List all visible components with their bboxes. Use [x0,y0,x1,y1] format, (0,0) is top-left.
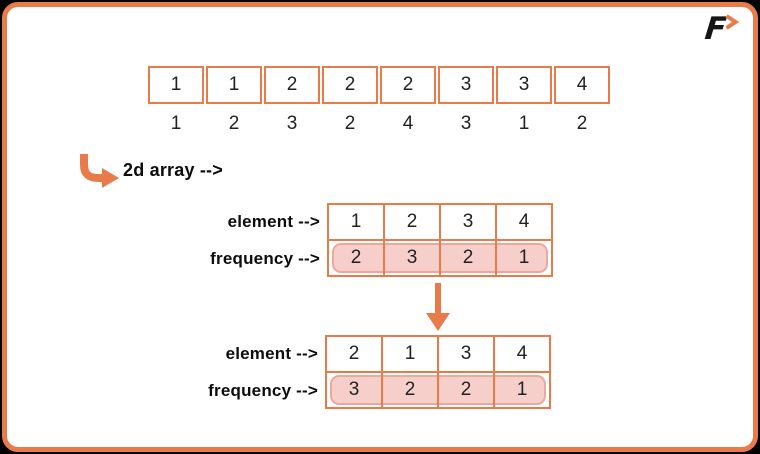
brand-logo: F [703,9,741,49]
frequency-cell: 2 [381,373,437,407]
array-cell: 1 [148,66,204,104]
element-cell: 3 [437,337,493,371]
element-cell: 3 [439,205,495,239]
curved-arrow-icon [80,154,119,188]
frequency-cell: 2 [437,373,493,407]
element-cell: 4 [495,205,551,239]
array-value-label: 2 [344,113,356,134]
logo-chevron-icon [725,14,740,30]
element-row-label: element --> [227,211,320,231]
array-cell: 2 [264,66,320,104]
array-value-label: 1 [170,113,182,134]
array-value-label: 1 [518,113,530,134]
element-cell: 2 [348,343,360,364]
frequency-cell: 1 [495,241,551,275]
element-cell: 1 [381,337,437,371]
array-value-label: 2 [228,113,240,134]
array-cell: 3 [438,66,494,104]
array-value-label: 3 [460,113,472,134]
frequency-cell: 3 [383,241,439,275]
down-arrow-icon [426,283,450,331]
array-value-label: 3 [286,113,298,134]
frequency-row-label: frequency --> [208,380,318,400]
frequency-cell: 2 [439,241,495,275]
array-cell: 4 [554,66,610,104]
frequency-cell: 2 [350,247,362,268]
table-1-labels: element --> frequency --> [144,203,327,277]
array-value-label: 2 [576,113,588,134]
element-cell: 4 [493,337,549,371]
array-value-label: 4 [402,113,414,134]
array-cell: 1 [206,66,262,104]
frequency-row-label: frequency --> [210,248,320,268]
element-cell: 1 [350,211,362,232]
array-cell: 3 [496,66,552,104]
array-cell: 2 [322,66,378,104]
element-row-label: element --> [225,343,318,363]
element-cell: 2 [383,205,439,239]
frequency-cell: 1 [493,373,549,407]
label-2d-array: 2d array --> [123,160,223,180]
array-cell: 2 [380,66,436,104]
frequency-cell: 3 [348,379,360,400]
array-values-row: 1 2 3 2 4 3 1 2 [148,113,610,135]
table-2-labels: element --> frequency --> [142,335,325,409]
